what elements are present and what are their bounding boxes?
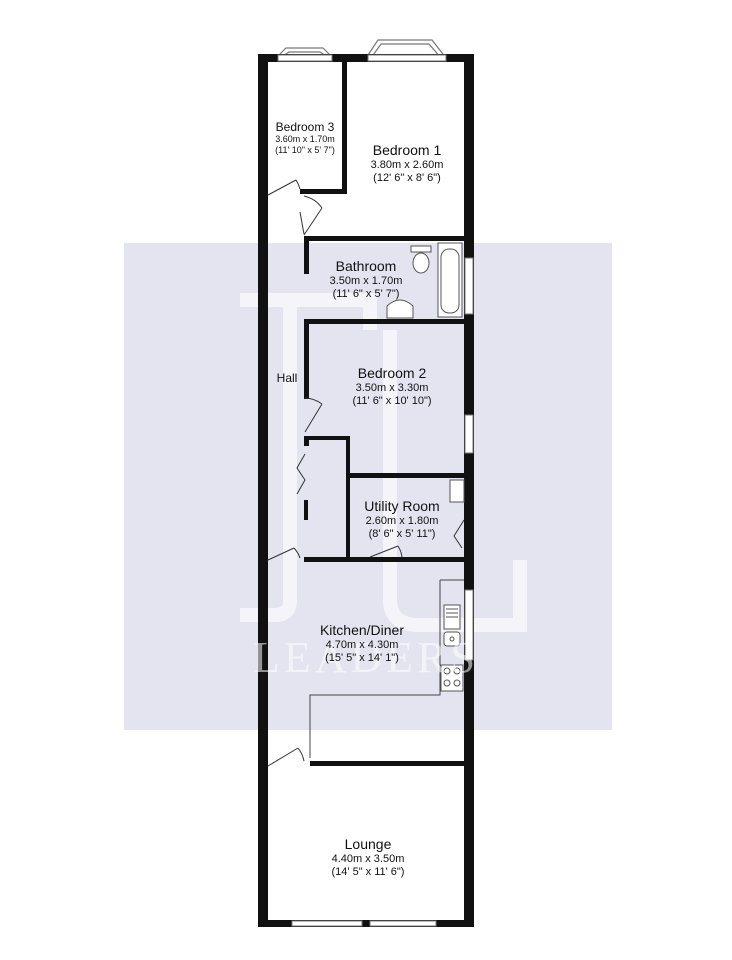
- toilet-icon: [410, 245, 432, 274]
- room-dimensions-imperial: (8' 6" x 5' 11"): [368, 527, 436, 540]
- room-dimensions-metric: 3.50m x 3.30m: [355, 381, 429, 394]
- room-dimensions-metric: 2.60m x 1.80m: [365, 514, 439, 527]
- room-name: Utility Room: [364, 498, 440, 514]
- bathtub-icon: [437, 242, 463, 318]
- room-label-bedroom3: Bedroom 3 3.60m x 1.70m (11' 10" x 5' 7"…: [268, 120, 342, 156]
- top-window-glazing: [277, 54, 447, 62]
- room-name: Bathroom: [335, 258, 397, 274]
- room-dimensions-imperial: (14' 5" x 11' 6"): [331, 865, 405, 878]
- internal-walls: [300, 62, 464, 766]
- room-name: Bedroom 1: [372, 142, 442, 158]
- room-name: Hall: [276, 371, 298, 385]
- kitchen-units: [309, 579, 464, 758]
- watermark-text: LEADERS: [253, 633, 479, 682]
- room-dimensions-metric: 4.40m x 3.50m: [331, 852, 405, 865]
- room-label-lounge: Lounge 4.40m x 3.50m (14' 5" x 11' 6"): [300, 836, 436, 879]
- room-name: Bedroom 2: [357, 365, 427, 381]
- room-label-kitchen-diner: Kitchen/Diner 4.70m x 4.30m (15' 5" x 14…: [300, 622, 424, 665]
- hob-icon: [440, 664, 464, 692]
- sink-icon: [386, 299, 414, 319]
- room-dimensions-imperial: (12' 6" x 8' 6"): [373, 171, 441, 184]
- room-label-bathroom: Bathroom 3.50m x 1.70m (11' 6" x 5' 7"): [310, 258, 422, 301]
- room-dimensions-metric: 3.50m x 1.70m: [329, 274, 403, 287]
- room-label-bedroom1: Bedroom 1 3.80m x 2.60m (12' 6" x 8' 6"): [350, 142, 464, 185]
- room-dimensions-metric: 3.80m x 2.60m: [370, 158, 444, 171]
- room-dimensions-imperial: (11' 6" x 5' 7"): [332, 287, 400, 300]
- room-dimensions-imperial: (15' 5" x 14' 1"): [325, 651, 399, 664]
- room-name: Lounge: [344, 836, 392, 852]
- room-name: Bedroom 3: [275, 120, 335, 134]
- door-swings: [267, 179, 465, 767]
- room-dimensions-metric: 3.60m x 1.70m: [275, 134, 335, 145]
- side-windows: [464, 257, 474, 661]
- room-name: Kitchen/Diner: [319, 622, 405, 638]
- outer-walls: [258, 54, 474, 927]
- room-dimensions-imperial: (11' 10" x 5' 7"): [275, 145, 335, 156]
- room-label-hall: Hall: [270, 371, 304, 385]
- room-label-utility-room: Utility Room 2.60m x 1.80m (8' 6" x 5' 1…: [350, 498, 454, 541]
- boiler-icon: [449, 479, 465, 503]
- kitchen-sink-icon: [443, 604, 461, 647]
- room-label-bedroom2: Bedroom 2 3.50m x 3.30m (11' 6" x 10' 10…: [320, 365, 464, 408]
- room-dimensions-imperial: (11' 6" x 10' 10"): [352, 394, 432, 407]
- lounge-windows: [291, 920, 437, 927]
- room-dimensions-metric: 4.70m x 4.30m: [325, 638, 399, 651]
